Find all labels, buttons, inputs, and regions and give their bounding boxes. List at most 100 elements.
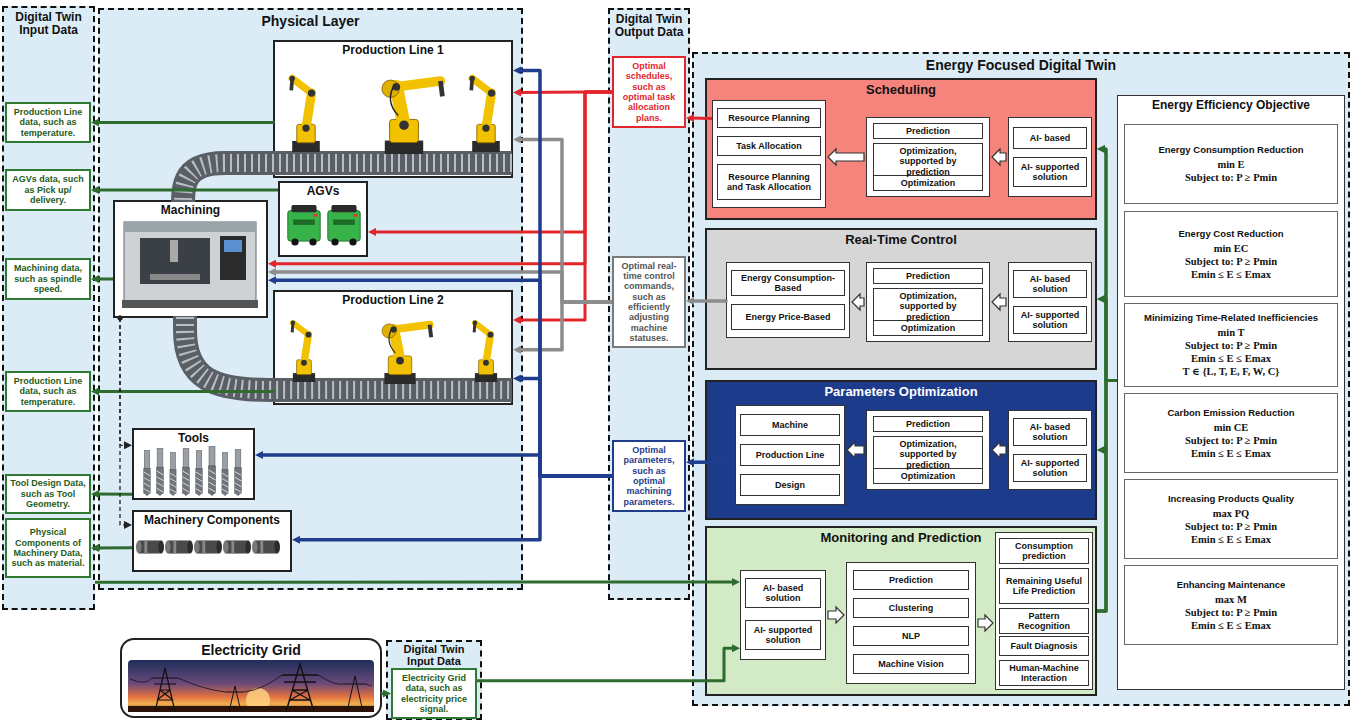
cutting-tools-part bbox=[170, 452, 176, 496]
method-box: AI- based solution bbox=[1013, 270, 1087, 298]
method-container: PredictionOptimization, supported by pre… bbox=[866, 117, 990, 197]
box-label: Machine bbox=[744, 420, 836, 430]
box-label: Digital Twin Input Data bbox=[6, 11, 91, 37]
connector bbox=[517, 92, 612, 320]
connector bbox=[517, 70, 612, 476]
connector bbox=[1101, 149, 1117, 381]
method-box: Energy Consumption-Based bbox=[731, 270, 845, 296]
cnc-machine-part bbox=[220, 236, 246, 280]
method-box: Prediction bbox=[873, 416, 983, 432]
grid-photo-part bbox=[226, 686, 244, 712]
junction-dot bbox=[118, 316, 123, 321]
box-label: Increasing Products Quality bbox=[1128, 493, 1334, 505]
grid-photo-part bbox=[152, 668, 178, 712]
box-label: Optimization, supported by prediction bbox=[877, 439, 979, 470]
grid-photo bbox=[128, 660, 374, 712]
formula-text: Emin ≤ E ≤ Emax bbox=[1128, 352, 1334, 365]
box-label: Optimization bbox=[877, 323, 979, 333]
method-container: AI- based solutionAI- supported solution bbox=[1008, 410, 1092, 490]
cutting-tools-part bbox=[144, 450, 150, 496]
method-box: Optimization, supported by prediction bbox=[873, 436, 983, 473]
method-box: Remaining Useful Life Prediction bbox=[999, 568, 1089, 604]
connector bbox=[272, 280, 612, 476]
flow-arrow bbox=[992, 294, 1006, 310]
connector bbox=[382, 692, 387, 694]
box-label: Digital Twin Output Data bbox=[612, 13, 686, 39]
cnc-machine bbox=[115, 202, 266, 316]
cutting-tools-part bbox=[222, 452, 228, 496]
machinery-parts-part bbox=[223, 540, 251, 553]
connector bbox=[95, 121, 273, 123]
junction-dot bbox=[118, 316, 123, 321]
method-box: AI- based solution bbox=[1013, 418, 1087, 446]
box-label: Scheduling bbox=[709, 82, 1093, 98]
cutting-tools-part bbox=[209, 446, 216, 496]
box-label: AI- based solution bbox=[1017, 274, 1083, 295]
box-label: Real-Time Control bbox=[709, 232, 1093, 248]
method-box: AI- supported solution bbox=[745, 620, 821, 650]
box-label: Energy Consumption Reduction bbox=[1128, 144, 1334, 156]
method-box: Prediction bbox=[853, 570, 969, 590]
box-label: Optimal schedules, such as optimal task … bbox=[616, 61, 682, 123]
conveyor-belt-part bbox=[183, 163, 512, 390]
method-box: Human-Machine Interaction bbox=[999, 660, 1089, 686]
box-label: AGVs bbox=[283, 184, 363, 198]
box-label: Optimization bbox=[877, 471, 979, 481]
connector bbox=[259, 455, 612, 476]
box-label: Production Line data, such as temperatur… bbox=[9, 107, 87, 138]
connector bbox=[1097, 149, 1106, 611]
connector bbox=[120, 318, 128, 445]
method-box: Prediction bbox=[873, 268, 983, 284]
method-box: Optimization bbox=[873, 320, 983, 336]
connector bbox=[517, 302, 612, 350]
robot-arms-part bbox=[291, 321, 315, 382]
box-label: Consumption prediction bbox=[1003, 541, 1085, 562]
machinery-parts-part bbox=[252, 540, 280, 553]
grid-photo-part bbox=[344, 676, 366, 712]
connector bbox=[1097, 299, 1106, 611]
robot-arms-part bbox=[469, 76, 499, 152]
cutting-tools bbox=[144, 446, 242, 496]
objective-box: Energy Cost Reductionmin ECSubject to: P… bbox=[1124, 211, 1338, 297]
box-label: AI- supported solution bbox=[749, 625, 817, 646]
cnc-machine-part bbox=[124, 222, 256, 232]
cutting-tools-part bbox=[235, 449, 242, 496]
formula-text: Emin ≤ E ≤ Emax bbox=[1128, 447, 1334, 460]
connector bbox=[120, 318, 128, 525]
method-box: Consumption prediction bbox=[999, 538, 1089, 564]
objective-panel: Energy Efficiency ObjectiveEnergy Consum… bbox=[1117, 95, 1345, 690]
flow-arrow bbox=[978, 615, 993, 631]
flow-arrow bbox=[992, 149, 1006, 165]
cnc-machine-part bbox=[150, 274, 200, 280]
box-label: Resource Planning bbox=[721, 113, 817, 123]
cutting-tools-part bbox=[157, 448, 164, 496]
connector bbox=[517, 139, 612, 302]
method-box: Resource Planning and Task Allocation bbox=[717, 164, 821, 200]
box-label: Physical Components of Machinery Data, s… bbox=[9, 527, 87, 568]
method-box: Resource Planning bbox=[717, 108, 821, 128]
connector bbox=[95, 493, 132, 496]
conveyor-belt-part bbox=[183, 163, 512, 390]
module-panel: Real-Time ControlEnergy Consumption-Base… bbox=[705, 228, 1097, 370]
grid-photo-part bbox=[282, 664, 318, 712]
method-box: AI- supported solution bbox=[1013, 454, 1087, 482]
data-box: AGVs data, such as Pick up/ delivery. bbox=[5, 169, 91, 211]
box-label: AI- supported solution bbox=[1017, 310, 1083, 331]
agv-vehicles bbox=[288, 205, 360, 246]
connector bbox=[1101, 299, 1117, 381]
box-label: Enhancing Maintenance bbox=[1128, 579, 1334, 591]
box-label: Prediction bbox=[877, 419, 979, 429]
box-label: Optimal real-time control commands, such… bbox=[616, 261, 682, 344]
formula-text: min E bbox=[1128, 158, 1334, 171]
agv-vehicles-part bbox=[328, 205, 360, 246]
robot-arms-part bbox=[289, 76, 319, 152]
connector bbox=[95, 189, 278, 192]
method-box: Production Line bbox=[740, 444, 840, 466]
box-label: AI- based bbox=[1017, 133, 1083, 143]
data-box: Tool Design Data, such as Tool Geometry. bbox=[5, 474, 91, 514]
formula-text: Emin ≤ E ≤ Emax bbox=[1128, 533, 1334, 546]
formula-text: max M bbox=[1128, 593, 1334, 606]
connector bbox=[272, 272, 612, 302]
grid-photo-part bbox=[130, 675, 372, 692]
group-frame: Energy Focused Digital TwinSchedulingRes… bbox=[692, 52, 1350, 706]
